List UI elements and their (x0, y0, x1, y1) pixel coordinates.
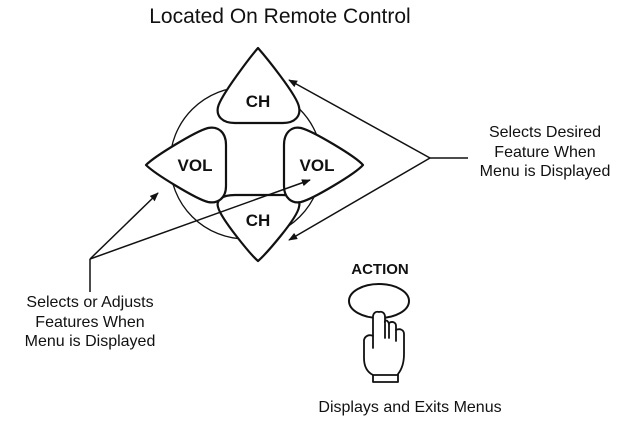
channel-note-line: Feature When (494, 143, 596, 161)
channel-function-note: Selects Desired Feature When Menu is Dis… (470, 123, 620, 182)
channel-note-line: Menu is Displayed (479, 163, 611, 181)
arrow-to-ch-up (288, 79, 431, 159)
vol-right-button[interactable]: VOL (282, 126, 365, 204)
volume-note-line: Menu is Displayed (24, 333, 156, 351)
vol-left-button[interactable]: VOL (144, 126, 228, 204)
volume-function-note: Selects or Adjusts Features When Menu is… (2, 293, 178, 352)
vol-right-label: VOL (300, 156, 335, 175)
ch-down-button[interactable]: CH (216, 193, 301, 263)
arrow-to-vol-left (89, 192, 159, 260)
volume-note-line: Selects or Adjusts (26, 294, 154, 311)
action-button-label: ACTION (351, 261, 409, 278)
arrow-to-ch-down (288, 157, 431, 241)
volume-note-line: Features When (35, 313, 145, 331)
ch-up-label: CH (246, 92, 271, 111)
diagram-title: Located On Remote Control (149, 5, 411, 28)
arrow-to-vol-right (89, 179, 311, 260)
ch-down-label: CH (246, 211, 271, 230)
vol-left-label: VOL (178, 156, 213, 175)
ch-up-button[interactable]: CH (216, 46, 301, 125)
action-function-note: Displays and Exits Menus (318, 399, 502, 416)
pointing-hand-icon (363, 310, 405, 383)
channel-note-line: Selects Desired (488, 124, 602, 141)
